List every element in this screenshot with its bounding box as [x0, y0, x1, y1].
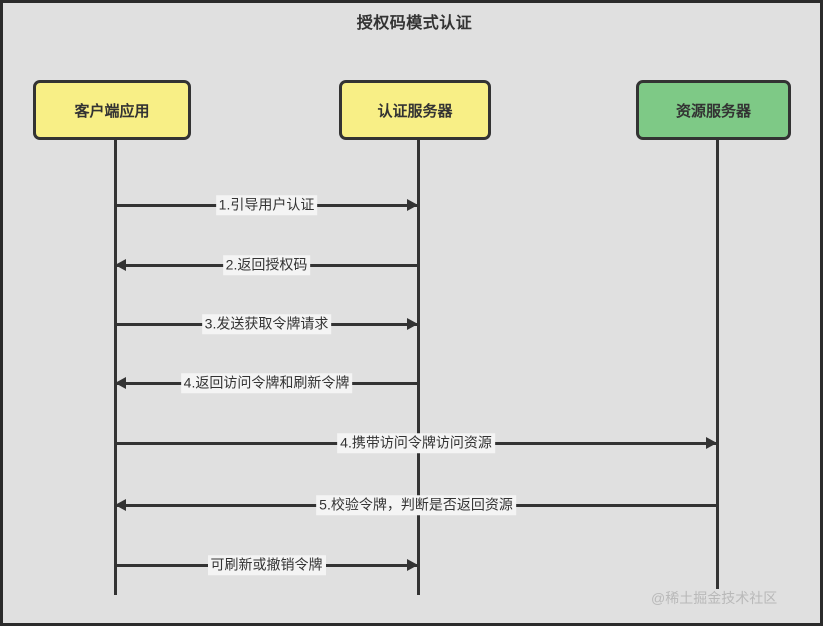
message-label: 4.携带访问令牌访问资源 [337, 433, 495, 453]
message-label: 3.发送获取令牌请求 [201, 314, 332, 334]
participant-label: 认证服务器 [377, 102, 453, 120]
message-label: 1.引导用户认证 [215, 195, 318, 215]
message-label: 可刷新或撤销令牌 [207, 555, 326, 575]
message-label: 5.校验令牌，判断是否返回资源 [316, 495, 516, 515]
participant-box-client[interactable]: 客户端应用 [33, 80, 191, 140]
message-arrowhead-right [407, 559, 418, 571]
message-label: 4.返回访问令牌和刷新令牌 [180, 373, 353, 393]
message-arrowhead-right [706, 437, 717, 449]
message-arrowhead-right [407, 199, 418, 211]
page-title: 授权码模式认证 [356, 15, 473, 32]
participant-label: 客户端应用 [74, 102, 150, 120]
message-arrowhead-left [115, 499, 126, 511]
lifeline-auth-server [417, 140, 420, 595]
message-arrowhead-left [115, 377, 126, 389]
message-arrowhead-left [115, 259, 126, 271]
lifeline-resource-server [716, 140, 719, 589]
participant-label: 资源服务器 [675, 102, 751, 120]
message-arrowhead-right [407, 318, 418, 330]
participant-box-auth-server[interactable]: 认证服务器 [339, 80, 491, 140]
message-label: 2.返回授权码 [222, 255, 311, 275]
lifeline-client [114, 140, 117, 595]
participant-box-resource-server[interactable]: 资源服务器 [636, 80, 791, 140]
watermark: @稀土掘金技术社区 [651, 590, 778, 606]
